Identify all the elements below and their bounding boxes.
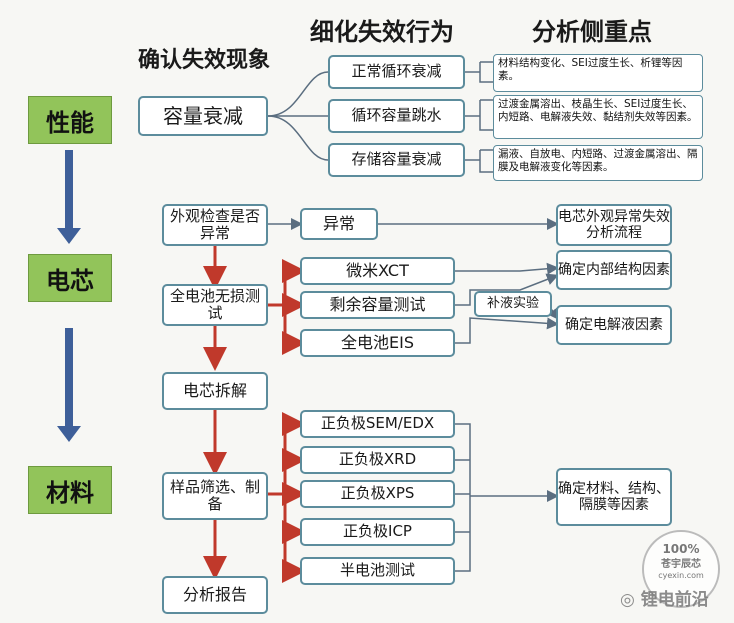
wechat-icon: ◎	[620, 590, 641, 610]
xrd-box: 正负极XRD	[300, 446, 455, 474]
stamp-url: cyexin.com	[658, 570, 704, 580]
label-material: 材料	[28, 466, 112, 514]
xps-box: 正负极XPS	[300, 480, 455, 508]
xct-box: 微米XCT	[300, 257, 455, 285]
half-cell-test-box: 半电池测试	[300, 557, 455, 585]
header-confirm: 确认失效现象	[138, 48, 271, 73]
note-normal-cycle: 材料结构变化、SEI过度生长、析锂等因素。	[493, 54, 703, 92]
cycle-capacity-dive-box: 循环容量跳水	[328, 99, 465, 133]
stamp-top: 100%	[662, 542, 700, 556]
storage-capacity-fade-box: 存储容量衰减	[328, 143, 465, 177]
note-storage: 漏液、自放电、内短路、过渡金属溶出、隔膜及电解液变化等因素。	[493, 145, 703, 181]
red-flow-arrows	[203, 246, 306, 583]
note-cycle-dive: 过渡金属溶出、枝晶生长、SEI过度生长、内短路、电解液失效、黏结剂失效等因素。	[493, 95, 703, 139]
refill-experiment-box: 补液实验	[474, 291, 552, 317]
electrolyte-result-box: 确定电解液因素	[556, 305, 672, 345]
gray-connectors	[268, 218, 560, 572]
sem-edx-box: 正负极SEM/EDX	[300, 410, 455, 438]
performance-branches	[267, 61, 493, 173]
analysis-report-box: 分析报告	[162, 576, 268, 614]
appearance-check-box: 外观检查是否异常	[162, 204, 268, 246]
sample-prep-box: 样品筛选、制备	[162, 472, 268, 520]
abnormal-box: 异常	[300, 208, 378, 240]
left-blue-arrows	[57, 150, 81, 442]
disassembly-box: 电芯拆解	[162, 372, 268, 410]
icp-box: 正负极ICP	[300, 518, 455, 546]
remaining-capacity-box: 剩余容量测试	[300, 291, 455, 319]
watermark-stamp: 100% 苍宇辰芯 cyexin.com	[642, 530, 720, 608]
material-result-box: 确定材料、结构、隔膜等因素	[556, 468, 672, 526]
watermark-text: ◎ 锂电前沿	[620, 585, 709, 610]
label-cell: 电芯	[28, 254, 112, 302]
full-cell-eis-box: 全电池EIS	[300, 329, 455, 357]
nondestructive-test-box: 全电池无损测试	[162, 284, 268, 326]
header-analysis: 分析侧重点	[532, 18, 652, 46]
internal-structure-result-box: 确定内部结构因素	[556, 250, 672, 290]
header-refine: 细化失效行为	[310, 18, 454, 46]
watermark-label: 锂电前沿	[640, 590, 709, 610]
label-performance: 性能	[28, 96, 112, 144]
abnormal-analysis-box: 电芯外观异常失效分析流程	[556, 204, 672, 246]
normal-cycle-fade-box: 正常循环衰减	[328, 55, 465, 89]
capacity-fade-box: 容量衰减	[138, 96, 268, 136]
stamp-mid: 苍宇辰芯	[661, 558, 701, 570]
